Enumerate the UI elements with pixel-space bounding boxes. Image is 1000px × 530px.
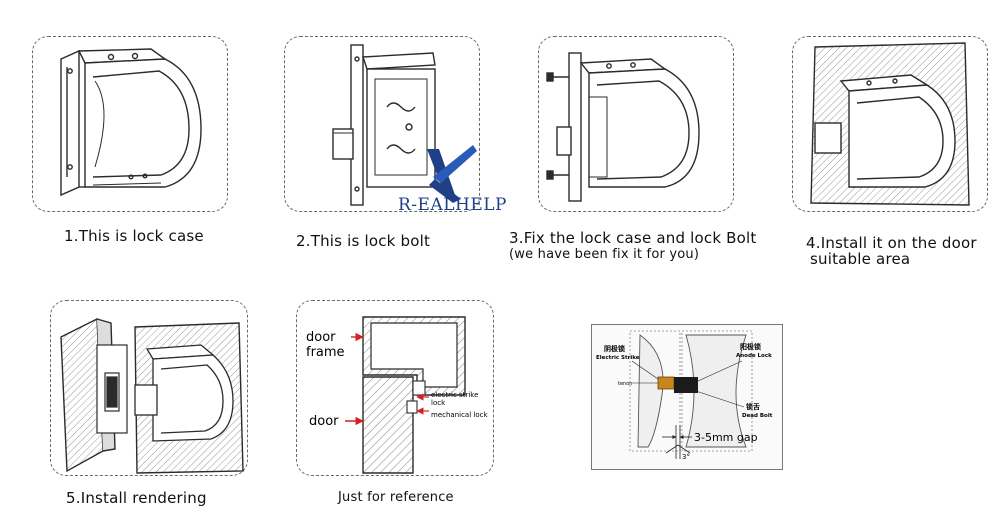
caption-step-6: Just for reference <box>338 490 454 505</box>
cathode-lock-en-label: Electric Strike <box>596 355 640 361</box>
door-frame-label-line1: door <box>306 330 336 345</box>
caption-step-3-line2: (we have been fix it for you) <box>509 247 700 262</box>
gap-label: 3-5mm gap <box>694 431 758 444</box>
deadbolt-cn-label: 锁舌 <box>745 402 760 411</box>
lock-bolt-illustration <box>332 44 477 206</box>
lock-case-illustration <box>60 48 202 197</box>
caption-step-5: 5.Install rendering <box>66 489 207 507</box>
panel-lock-bolt <box>284 36 480 212</box>
door-frame-label-line2: frame <box>306 345 345 360</box>
electric-strike-label-line2: lock <box>431 399 446 407</box>
electric-strike-label-line1: electric strike <box>431 391 478 399</box>
panel-install-rendering <box>50 300 248 476</box>
caption-step-3-line1: 3.Fix the lock case and lock Bolt <box>509 229 757 247</box>
mechanical-lock-label: mechanical lock <box>431 411 488 419</box>
caption-step-4-line2: suitable area <box>810 250 911 268</box>
anode-lock-cn-label: 阳极锁 <box>740 342 761 351</box>
installation-photo: 阴极锁 Electric Strike 阳极锁 Anode Lock tenon… <box>591 324 783 470</box>
deadbolt-en-label: Dead Bolt <box>742 413 773 419</box>
install-rendering-illustration <box>60 317 244 474</box>
cathode-lock-cn-label: 阴极锁 <box>604 344 625 353</box>
door-label: door <box>309 414 339 429</box>
caption-step-1: 1.This is lock case <box>64 227 204 245</box>
caption-step-2: 2.This is lock bolt <box>296 232 431 250</box>
anode-lock-en-label: Anode Lock <box>736 353 772 359</box>
panel-fixed-assembly <box>538 36 734 212</box>
caption-step-4-line1: 4.Install it on the door <box>806 234 977 252</box>
installation-photo-diagram: 阴极锁 Electric Strike 阳极锁 Anode Lock tenon… <box>596 330 773 461</box>
tenon-label: tenon <box>618 381 632 387</box>
panel-reference: door frame door electric strike lock mec… <box>296 300 494 476</box>
door-install-illustration <box>810 42 970 206</box>
realhelp-logo-icon <box>427 145 477 203</box>
panel-door-install <box>792 36 988 212</box>
fixed-assembly-illustration <box>546 52 700 202</box>
panel-lock-case <box>32 36 228 212</box>
angle-label: 3° <box>682 453 690 461</box>
reference-diagram: door frame door electric strike lock mec… <box>306 316 488 474</box>
watermark-text: R-EALHELP <box>398 195 507 215</box>
